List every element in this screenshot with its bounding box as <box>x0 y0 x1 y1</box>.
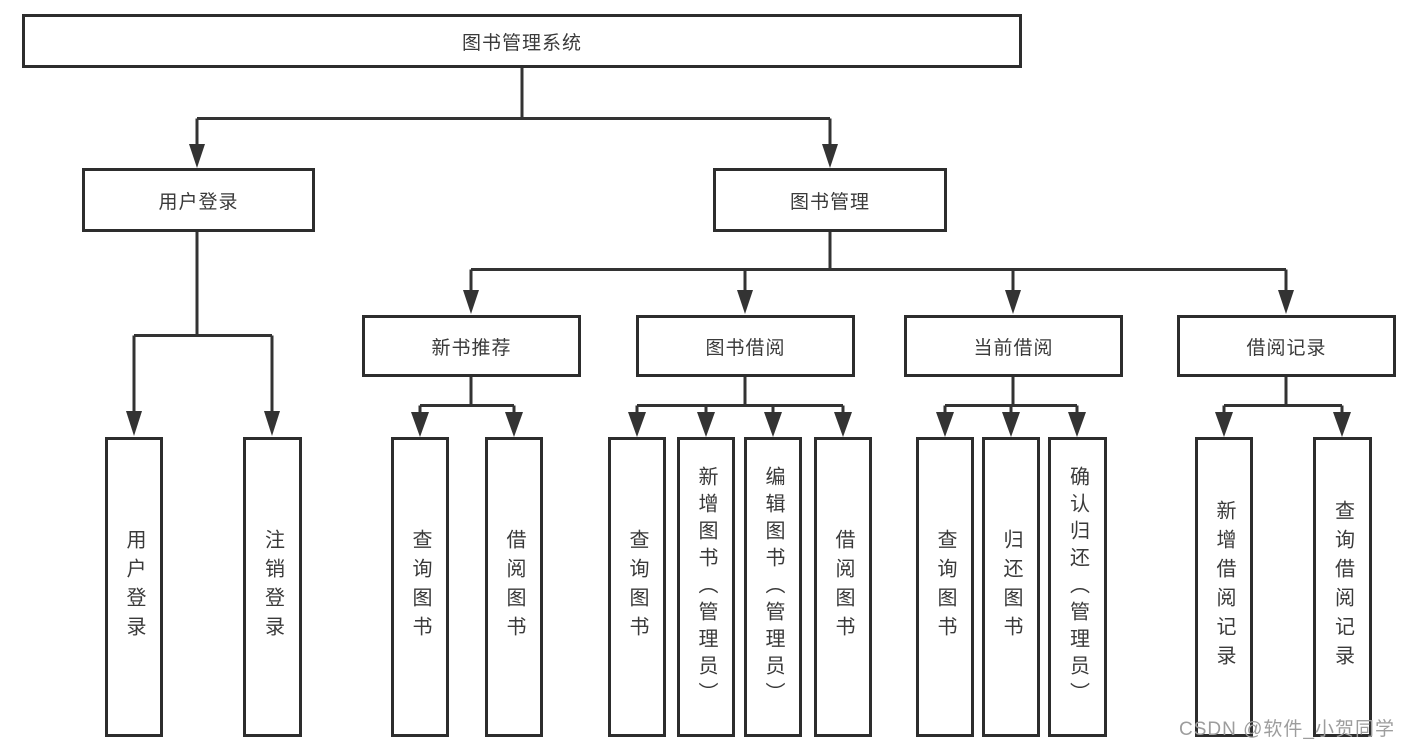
node-label: 确认归还（管理员） <box>1066 465 1089 709</box>
node-label: 新书推荐 <box>431 337 512 359</box>
csdn-watermark: CSDN @软件_小贺同学 <box>1179 719 1395 740</box>
node-label: 新增图书（管理员） <box>695 465 717 709</box>
node-user-login-leaf: 用户登录 <box>105 437 163 737</box>
node-label: 新增借阅记录 <box>1213 500 1235 674</box>
node-label: 图书借阅 <box>705 337 786 359</box>
node-label: 查询图书 <box>934 529 956 645</box>
node-borrow-records: 借阅记录 <box>1177 315 1396 377</box>
node-label: 归还图书 <box>1000 529 1022 645</box>
node-label: 用户登录 <box>123 529 145 645</box>
node-label: 图书管理系统 <box>461 32 582 54</box>
node-label: 查询图书 <box>409 529 431 645</box>
node-confirm-return-admin: 确认归还（管理员） <box>1048 437 1107 737</box>
node-query-books-recommend: 查询图书 <box>391 437 449 737</box>
node-query-books-borrow: 查询图书 <box>608 437 666 737</box>
node-user-login: 用户登录 <box>82 168 315 232</box>
node-label: 编辑图书（管理员） <box>762 465 784 709</box>
node-label: 借阅记录 <box>1246 337 1327 359</box>
node-current-borrow: 当前借阅 <box>904 315 1123 377</box>
node-query-borrow-record: 查询借阅记录 <box>1313 437 1372 737</box>
node-book-borrow: 图书借阅 <box>636 315 855 377</box>
node-book-management: 图书管理 <box>713 168 947 232</box>
node-label: 用户登录 <box>158 191 239 213</box>
node-add-borrow-record: 新增借阅记录 <box>1195 437 1253 737</box>
node-label: 借阅图书 <box>503 529 525 645</box>
node-borrow-books: 借阅图书 <box>814 437 872 737</box>
node-logout: 注销登录 <box>243 437 302 737</box>
node-label: 当前借阅 <box>973 337 1054 359</box>
node-query-books-current: 查询图书 <box>916 437 974 737</box>
node-return-books: 归还图书 <box>982 437 1040 737</box>
node-label: 查询图书 <box>626 529 648 645</box>
node-library-management-system: 图书管理系统 <box>22 14 1022 68</box>
node-label: 借阅图书 <box>832 529 854 645</box>
node-label: 注销登录 <box>261 529 284 645</box>
node-label: 图书管理 <box>789 191 870 213</box>
node-new-book-recommend: 新书推荐 <box>362 315 581 377</box>
node-add-books-admin: 新增图书（管理员） <box>677 437 735 737</box>
node-borrow-books-recommend: 借阅图书 <box>485 437 543 737</box>
node-label: 查询借阅记录 <box>1331 500 1354 674</box>
node-edit-books-admin: 编辑图书（管理员） <box>744 437 802 737</box>
